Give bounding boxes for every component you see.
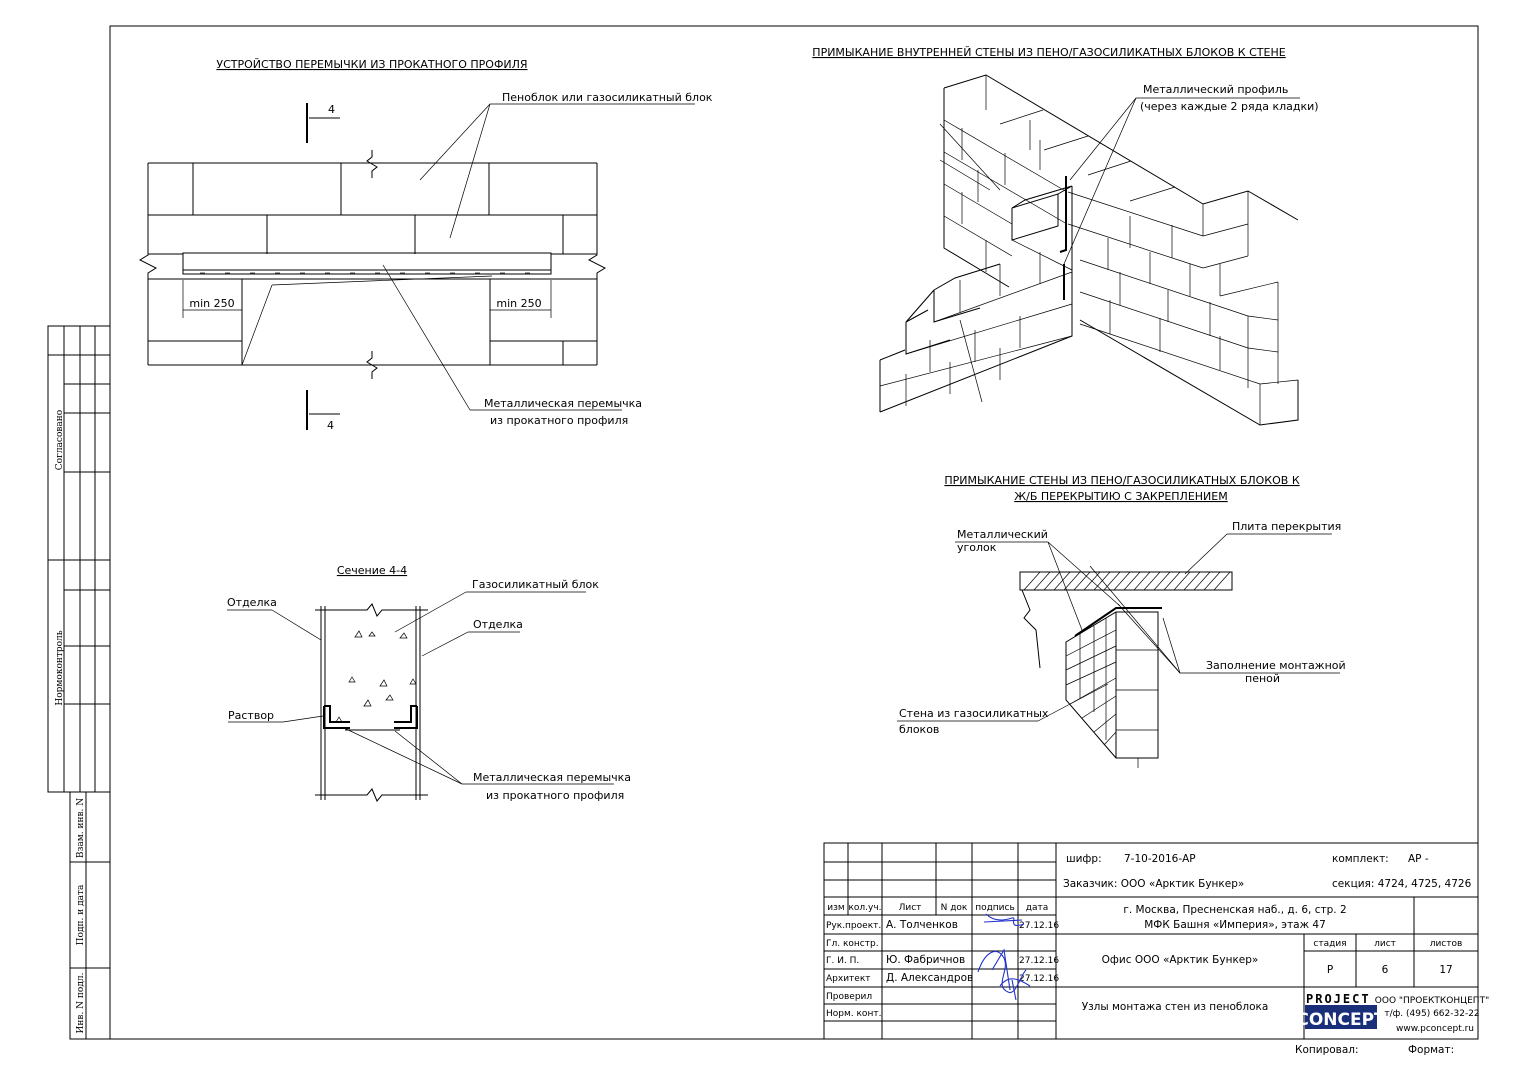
label-wall-2: блоков (899, 723, 939, 736)
inner-wall-courses (879, 239, 1073, 406)
cipher-value: 7-10-2016-АР (1124, 853, 1196, 865)
sheets-value: 17 (1439, 964, 1452, 976)
drawing4-title-1: ПРИМЫКАНИЕ СТЕНЫ ИЗ ПЕНО/ГАЗОСИЛИКАТНЫХ … (944, 474, 1299, 487)
label-section-lintel-2: из прокатного профиля (486, 789, 624, 802)
wall-courses (1065, 618, 1158, 746)
name-3: Д. Александров (886, 972, 973, 984)
role-5: Норм. конт. (826, 1009, 881, 1019)
slab-hatch (1023, 571, 1231, 591)
role-0: Рук.проект. (826, 921, 881, 931)
section: секция: 4724, 4725, 4726 (1332, 878, 1472, 890)
company-name: ООО "ПРОЕКТКОНЦЕПТ" (1375, 996, 1489, 1006)
label-mortar: Раствор (228, 709, 274, 722)
sheets-label: листов (1430, 939, 1463, 949)
address-2: МФК Башня «Империя», этаж 47 (1144, 919, 1326, 931)
company-logo: PROJECT CONCEPT (1296, 992, 1386, 1030)
label-block: Пеноблок или газосиликатный блок (502, 91, 713, 104)
label-wall-1: Стена из газосиликатных (899, 707, 1049, 720)
slab (1019, 571, 1233, 591)
section-mark-bottom: 4 (327, 419, 334, 432)
stage-label: стадия (1313, 939, 1346, 949)
dim-right: min 250 (496, 297, 541, 310)
set-label: комплект: (1332, 853, 1389, 865)
name-2: Ю. Фабричнов (886, 954, 965, 966)
drawing-lintel-elevation: УСТРОЙСТВО ПЕРЕМЫЧКИ ИЗ ПРОКАТНОГО ПРОФИ… (138, 58, 713, 432)
norm-control-label: Нормоконтроль (55, 630, 65, 705)
stage-value: Р (1327, 964, 1333, 976)
label-gas-block: Газосиликатный блок (472, 578, 599, 591)
drawing1-title: УСТРОЙСТВО ПЕРЕМЫЧКИ ИЗ ПРОКАТНОГО ПРОФИ… (216, 58, 527, 71)
inv-orig-label: Инв. N подл. (76, 972, 86, 1033)
hdr-ndoc: N док (941, 903, 968, 913)
drawing3-title: ПРИМЫКАНИЕ ВНУТРЕННЕЙ СТЕНЫ ИЗ ПЕНО/ГАЗО… (812, 46, 1285, 59)
hdr-kol: кол.уч. (848, 903, 881, 913)
signature-1 (985, 913, 1025, 926)
left-approval-strip: Согласовано Нормоконтроль Взам. инв. N П… (47, 325, 111, 1040)
agreed-label: Согласовано (55, 410, 65, 470)
title-block: изм кол.уч. Лист N док подпись дата Рук.… (823, 842, 1489, 1040)
label-foam-1: Заполнение монтажной (1206, 659, 1346, 672)
date-2: 27.12.16 (1019, 956, 1059, 966)
inner-wall-blocks (879, 185, 1073, 413)
label-finish-left: Отделка (227, 596, 277, 609)
hdr-date: дата (1026, 903, 1049, 913)
label-angle-2: уголок (957, 541, 997, 554)
label-lintel-1: Металлическая перемычка (484, 397, 642, 410)
replace-inv-label: Взам. инв. N (76, 798, 86, 858)
label-lintel-2: из прокатного профиля (490, 414, 628, 427)
object-name: Офис ООО «Арктик Бункер» (1102, 954, 1259, 966)
role-4: Проверил (826, 992, 872, 1002)
date-3: 27.12.16 (1019, 974, 1059, 984)
drawing-wall-to-slab: ПРИМЫКАНИЕ СТЕНЫ ИЗ ПЕНО/ГАЗОСИЛИКАТНЫХ … (897, 474, 1346, 768)
logo-top: PROJECT (1306, 992, 1371, 1006)
company-site: www.pconcept.ru (1396, 1024, 1474, 1034)
label-angle-1: Металлический (957, 528, 1048, 541)
sheet-value: 6 (1382, 964, 1389, 976)
cipher-label: шифр: (1066, 853, 1102, 865)
signature-2 (977, 950, 1027, 993)
sign-date-label: Подп. и дата (76, 884, 86, 945)
right-wall-courses (1067, 191, 1299, 425)
label-profile-2: (через каждые 2 ряда кладки) (1140, 100, 1319, 113)
label-profile-1: Металлический профиль (1143, 83, 1288, 96)
company-phone: т/ф. (495) 662-32-22 (1384, 1009, 1479, 1019)
dim-left: min 250 (189, 297, 234, 310)
hdr-izm: изм (827, 903, 844, 913)
copied-label: Копировал: (1295, 1044, 1359, 1056)
label-section-lintel-1: Металлическая перемычка (473, 771, 631, 784)
role-1: Гл. констр. (826, 939, 879, 949)
aggregate-marks (335, 630, 417, 723)
name-0: А. Толченков (886, 919, 958, 931)
drawing-wall-junction: ПРИМЫКАНИЕ ВНУТРЕННЕЙ СТЕНЫ ИЗ ПЕНО/ГАЗО… (812, 46, 1319, 426)
customer: Заказчик: ООО «Арктик Бункер» (1063, 878, 1244, 890)
date-0: 27.12.16 (1019, 921, 1059, 931)
sheet-label: лист (1374, 939, 1396, 949)
hdr-list: Лист (899, 903, 922, 913)
label-finish-right: Отделка (473, 618, 523, 631)
back-wall-courses (943, 75, 1176, 272)
logo-bottom: CONCEPT (1296, 1010, 1386, 1030)
format-label: Формат: (1408, 1044, 1454, 1056)
drawing-name: Узлы монтажа стен из пеноблока (1082, 1001, 1269, 1013)
address-1: г. Москва, Пресненская наб., д. 6, стр. … (1123, 904, 1346, 916)
drawing-section-4-4: Сечение 4-4 Отделка Газосиликатный блок … (227, 564, 631, 802)
drawing4-title-2: Ж/Б ПЕРЕКРЫТИЮ С ЗАКРЕПЛЕНИЕМ (1014, 490, 1227, 503)
hdr-sign: подпись (975, 903, 1015, 913)
label-slab: Плита перекрытия (1232, 520, 1341, 533)
role-2: Г. И. П. (826, 956, 859, 966)
drawing2-title: Сечение 4-4 (337, 564, 407, 577)
label-foam-2: пеной (1245, 672, 1280, 685)
set-value: АР - (1408, 853, 1429, 865)
section-mark-top: 4 (328, 103, 335, 116)
role-3: Архитект (826, 974, 871, 984)
